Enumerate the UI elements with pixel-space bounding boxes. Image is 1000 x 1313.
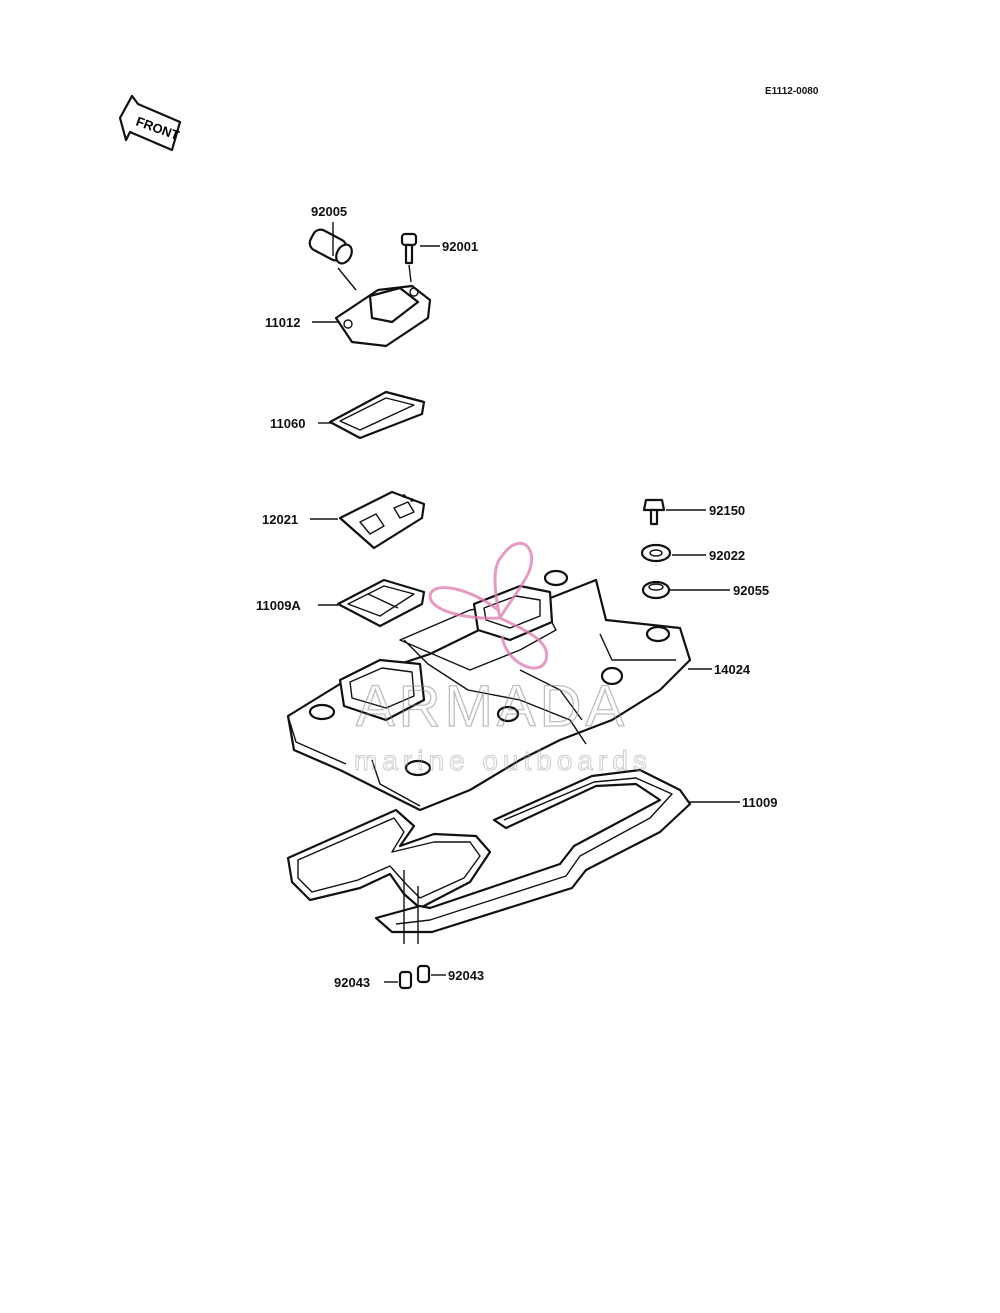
label-92022: 92022: [709, 548, 745, 563]
watermark: ARMADA marine outboards: [354, 542, 652, 777]
part-92043-dowel-left: [398, 970, 413, 990]
part-92150-bolt: [642, 498, 666, 526]
part-92005-cap: [308, 228, 353, 265]
label-92005: 92005: [311, 204, 347, 219]
label-12021: 12021: [262, 512, 298, 527]
label-92043-right: 92043: [448, 968, 484, 983]
part-12021-plate: [338, 490, 426, 550]
part-11060-gasket: [328, 390, 426, 440]
label-92043-left: 92043: [334, 975, 370, 990]
front-arrow-icon: FRONT: [118, 94, 181, 152]
label-92001: 92001: [442, 239, 478, 254]
label-11060: 11060: [270, 416, 305, 431]
label-14024: 14024: [714, 662, 751, 677]
part-92022-washer: [640, 543, 672, 563]
part-14024-head-cover: [286, 569, 692, 812]
label-11009: 11009: [742, 795, 777, 810]
label-11012: 11012: [265, 315, 300, 330]
watermark-logo-icon: [428, 542, 549, 670]
part-92043-dowel-right: [416, 964, 431, 984]
watermark-brand: ARMADA: [356, 674, 628, 739]
diagram-code: E1112-0080: [765, 86, 819, 97]
part-11009A-gasket: [336, 578, 426, 628]
label-92150: 92150: [709, 503, 745, 518]
watermark-tagline: marine outboards: [354, 745, 652, 776]
part-92055-grommet: [641, 580, 671, 600]
part-11012-breather-cover: [334, 284, 432, 348]
label-11009A: 11009A: [256, 598, 301, 613]
part-11009-gasket: [286, 768, 692, 944]
label-92055: 92055: [733, 583, 769, 598]
part-92001-bolt: [400, 232, 418, 265]
